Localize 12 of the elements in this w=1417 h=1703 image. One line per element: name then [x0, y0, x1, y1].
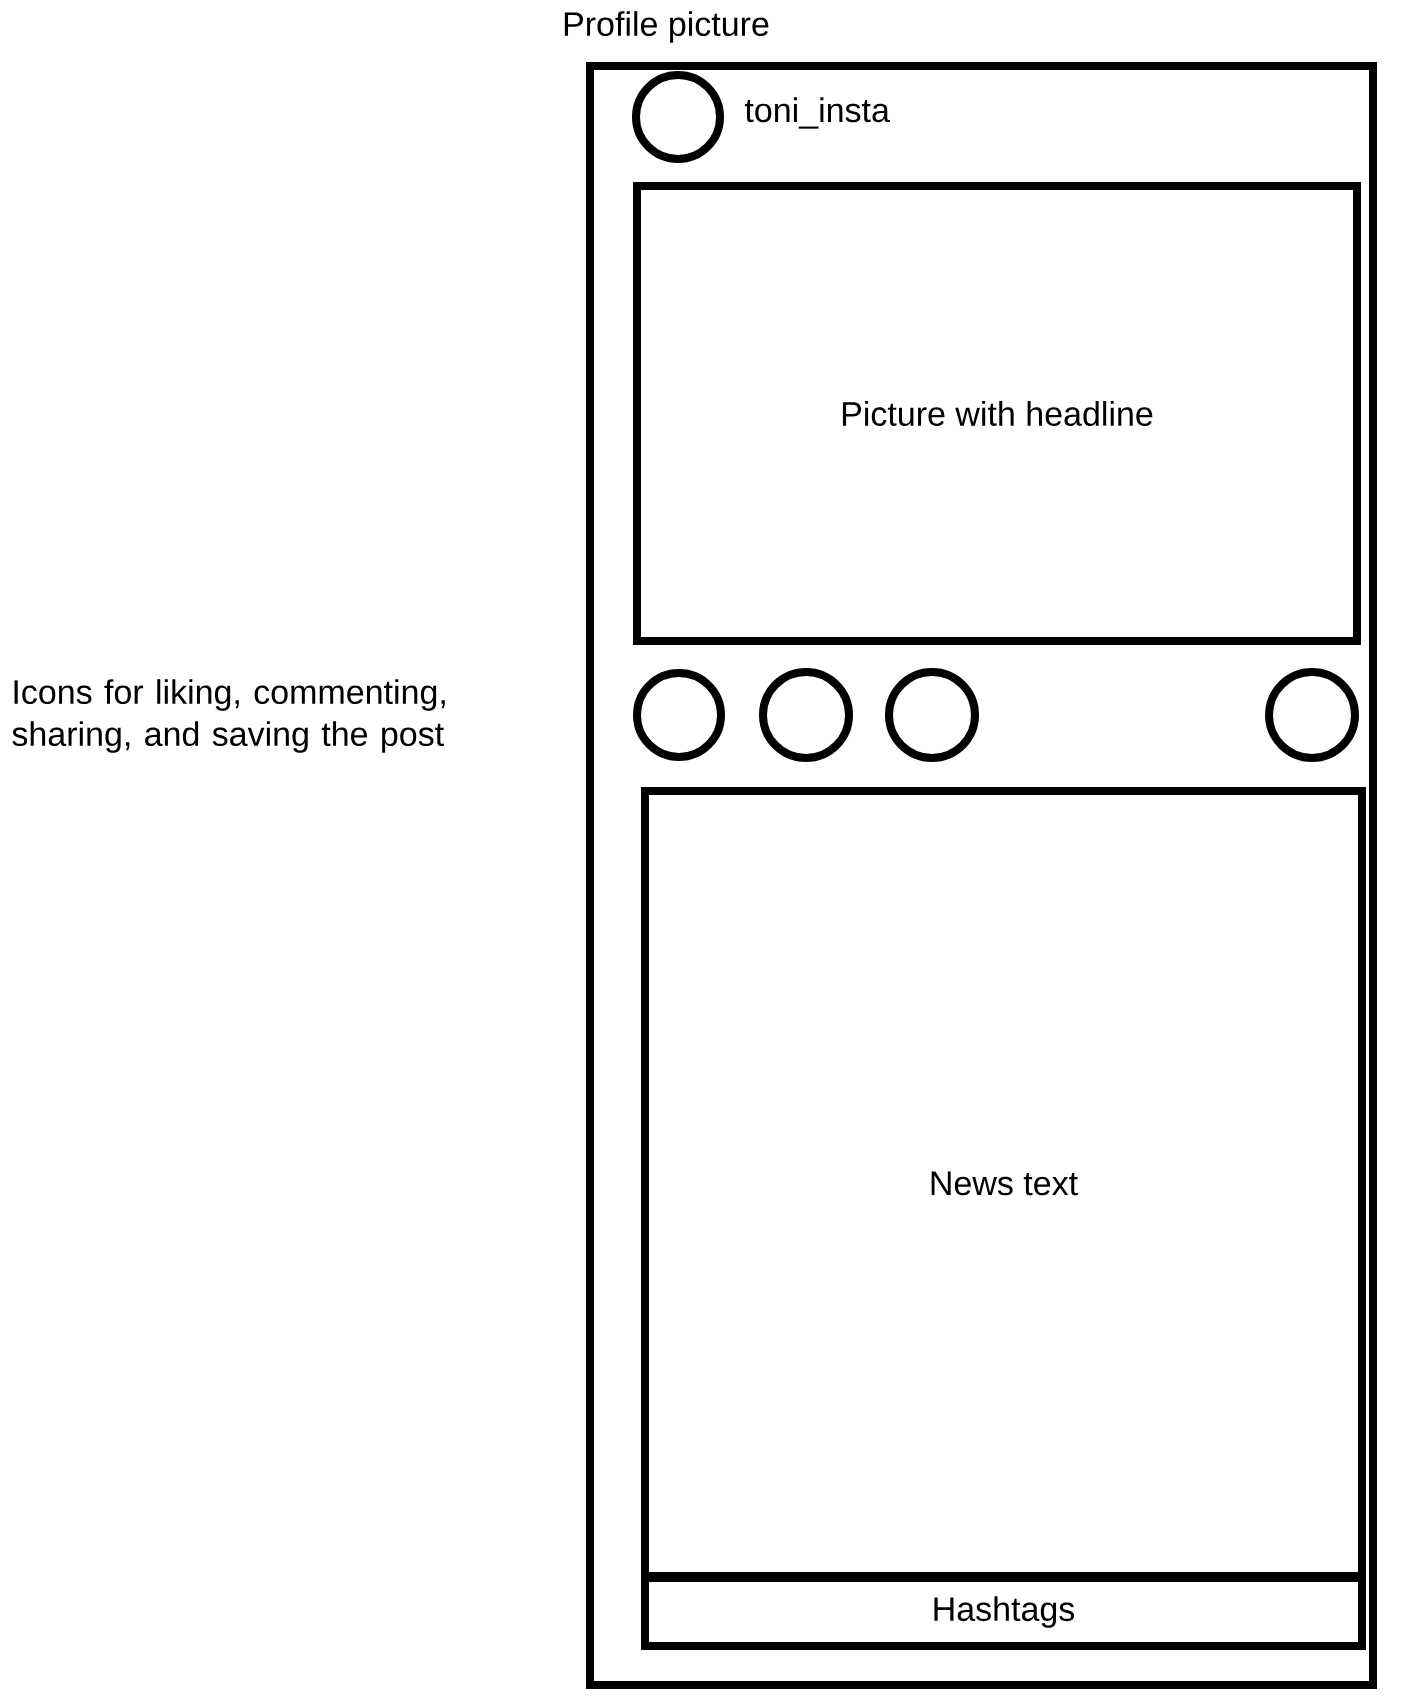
circle-icon	[1265, 668, 1359, 762]
caption-text: Profile picture	[564, 11, 769, 43]
username: toni_insta	[744, 97, 890, 129]
phone-frame	[586, 62, 1377, 1689]
text-box: Picture with headline	[633, 182, 1361, 645]
circle-icon	[759, 668, 853, 762]
text-box: Hashtags	[641, 1574, 1366, 1650]
circle-icon	[633, 669, 725, 761]
text-box: News text	[641, 787, 1366, 1580]
circle-icon	[632, 71, 724, 163]
circle-icon	[885, 668, 979, 762]
caption-text: Icons for liking, commenting, sharing, and saving the post	[12, 679, 445, 753]
